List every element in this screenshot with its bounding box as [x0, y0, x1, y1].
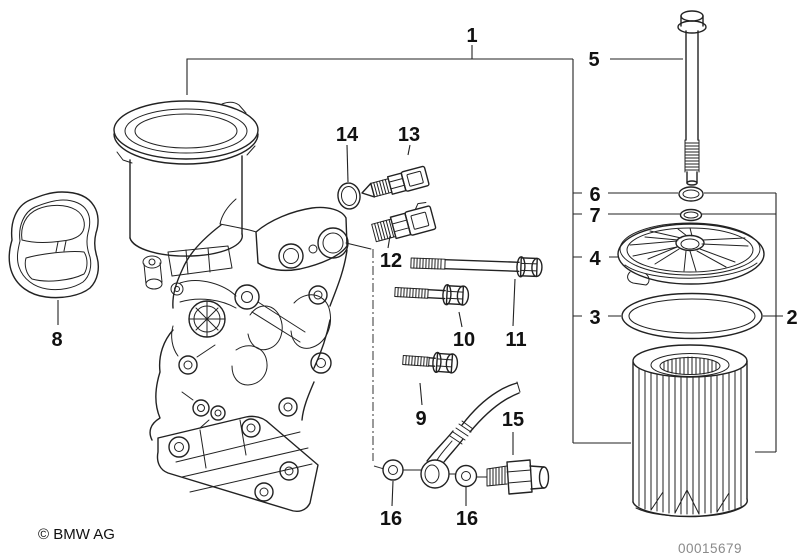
copyright-text: © BMW AG [38, 526, 115, 543]
o-ring-7-drawing [679, 208, 703, 222]
callout-2: 2 [786, 307, 797, 329]
callout-16-right: 16 [456, 508, 478, 530]
callout-3: 3 [589, 307, 600, 329]
filter-element-drawing [632, 344, 748, 518]
callout-16-left: 16 [380, 508, 402, 530]
callout-7: 7 [589, 205, 600, 227]
bolt-11-drawing [410, 256, 543, 278]
callout-14: 14 [336, 124, 359, 146]
sensor-12-drawing [371, 202, 437, 243]
o-ring-6-drawing [678, 186, 704, 202]
callout-12: 12 [380, 250, 402, 272]
cover-plate-4-drawing [617, 222, 765, 286]
bracket-casting-drawing [149, 198, 349, 512]
oil-pipe-assembly-drawing [382, 381, 550, 495]
callout-10: 10 [453, 329, 475, 351]
plate-number: 00015679 [678, 541, 742, 556]
callout-9: 9 [415, 408, 426, 430]
sensor-13-drawing [361, 165, 430, 198]
callout-13: 13 [398, 124, 420, 146]
callout-5: 5 [588, 49, 599, 71]
o-ring-2-drawing [621, 292, 763, 340]
callout-15: 15 [502, 409, 524, 431]
gasket-drawing [8, 191, 99, 299]
filter-housing-cover-drawing [113, 100, 259, 296]
bolt-10-drawing [394, 284, 470, 306]
bolt-9-drawing [402, 351, 459, 374]
callout-11: 11 [505, 329, 526, 351]
bolt-5-drawing [677, 10, 707, 186]
callout-8: 8 [51, 329, 62, 351]
callout-6: 6 [589, 184, 600, 206]
centerline [372, 249, 385, 470]
callout-4: 4 [589, 248, 601, 270]
callout-1: 1 [466, 25, 477, 47]
o-ring-14-drawing [337, 182, 361, 210]
callout-labels: 1 5 6 7 4 3 2 8 14 13 12 10 11 9 15 16 1… [51, 25, 797, 530]
leader-lines [57, 45, 783, 507]
